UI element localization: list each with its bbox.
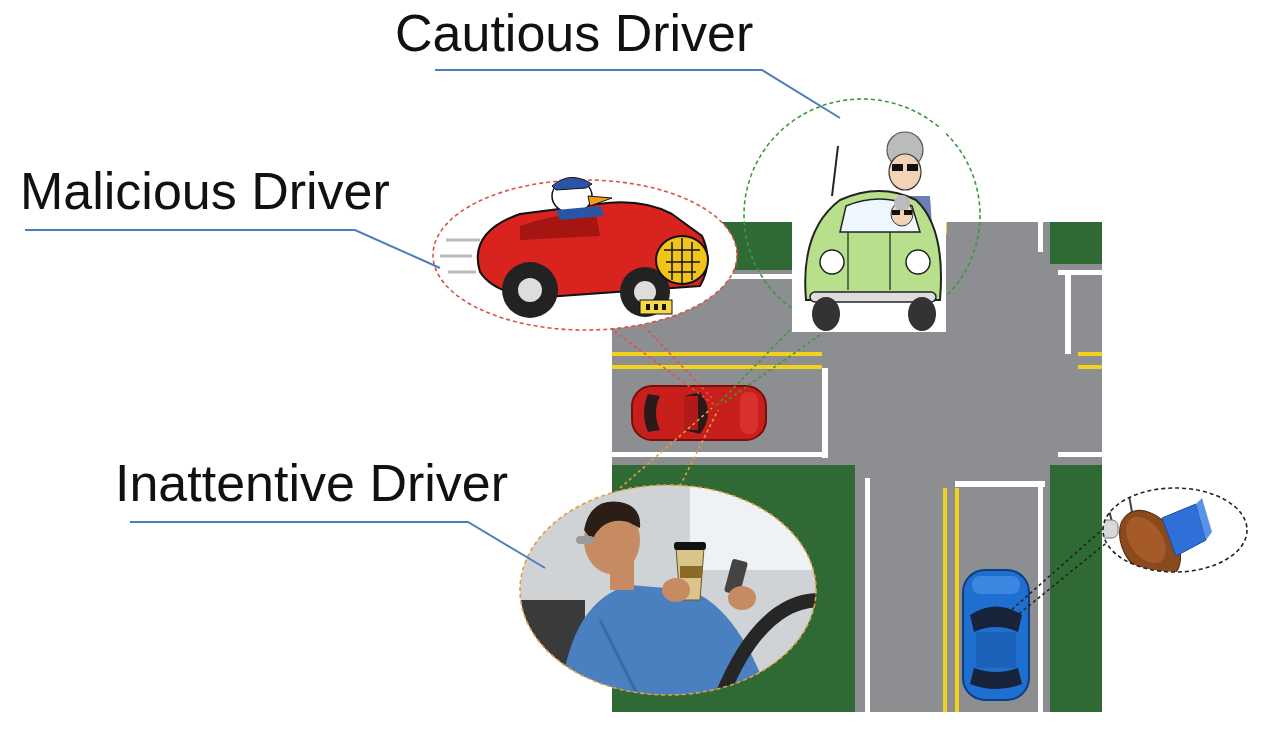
bubble-pointer bbox=[722, 335, 820, 404]
inattentive-bubble bbox=[515, 480, 830, 700]
intersection bbox=[612, 365, 822, 369]
cautious-bubble bbox=[832, 146, 838, 196]
sensor-bubble bbox=[1098, 488, 1247, 591]
inattentive-bubble bbox=[674, 542, 706, 550]
malicious-bubble bbox=[440, 240, 480, 272]
inattentive-bubble bbox=[680, 566, 702, 578]
bubble-pointer bbox=[610, 322, 1110, 626]
cautious-bubble bbox=[894, 195, 910, 211]
malicious-bubble bbox=[433, 177, 737, 330]
inattentive-bubble bbox=[728, 586, 756, 610]
cautious-bubble bbox=[744, 99, 980, 331]
leader-line bbox=[435, 70, 840, 118]
inattentive-bubble bbox=[515, 480, 830, 700]
blue-car bbox=[972, 576, 1020, 594]
cautious-bubble bbox=[744, 99, 980, 332]
blue-car bbox=[963, 570, 1029, 700]
cautious-bubble bbox=[812, 297, 840, 331]
cautious-bubble bbox=[892, 210, 900, 215]
sensor-bubble bbox=[1098, 490, 1212, 591]
intersection bbox=[1058, 270, 1102, 275]
malicious-bubble bbox=[588, 196, 612, 206]
bubble-pointer bbox=[1004, 540, 1110, 626]
malicious-bubble bbox=[654, 304, 658, 310]
cautious-bubble bbox=[848, 232, 890, 290]
intersection bbox=[1050, 465, 1102, 712]
sensor-bubble bbox=[1196, 498, 1212, 540]
sensor-bubble bbox=[1098, 520, 1118, 538]
bubble-pointer bbox=[640, 322, 712, 398]
blue-car bbox=[963, 570, 1029, 700]
intersection bbox=[612, 452, 824, 457]
malicious-bubble bbox=[556, 206, 604, 220]
inattentive-bubble bbox=[515, 480, 825, 700]
leader-line bbox=[25, 70, 840, 568]
intersection bbox=[1058, 452, 1102, 457]
intersection bbox=[865, 478, 870, 712]
inattentive-bubble bbox=[662, 578, 690, 602]
leader-line bbox=[130, 522, 545, 568]
inattentive-bubble bbox=[600, 620, 640, 700]
cautious-bubble bbox=[906, 250, 930, 274]
cautious-bubble bbox=[907, 164, 918, 171]
bubble-pointer bbox=[680, 410, 718, 486]
red-car bbox=[684, 396, 698, 430]
intersection bbox=[1038, 481, 1043, 712]
malicious-bubble bbox=[646, 304, 650, 310]
malicious-bubble bbox=[552, 177, 592, 190]
bubble-pointer bbox=[1000, 528, 1104, 620]
intersection bbox=[1065, 272, 1071, 354]
intersection bbox=[955, 488, 959, 712]
cautious-bubble bbox=[904, 210, 912, 215]
intersection bbox=[1050, 222, 1102, 264]
red-car bbox=[644, 394, 660, 432]
leader-line bbox=[25, 230, 440, 268]
bubble-pointer bbox=[610, 328, 716, 406]
inattentive-bubble bbox=[576, 536, 594, 544]
intersection bbox=[955, 481, 1045, 487]
cautious-bubble bbox=[805, 191, 941, 300]
malicious-bubble bbox=[433, 180, 737, 330]
red-car bbox=[684, 392, 708, 434]
blue-car bbox=[970, 668, 1022, 689]
red-car bbox=[740, 392, 758, 434]
sensor-bubble bbox=[1103, 488, 1247, 572]
bubble-pointer bbox=[716, 330, 790, 406]
blue-car bbox=[970, 607, 1022, 633]
malicious-bubble bbox=[518, 278, 542, 302]
inattentive-bubble bbox=[584, 502, 640, 540]
malicious-bubble bbox=[502, 262, 558, 318]
driver-label: Malicious Driver bbox=[20, 162, 390, 222]
cautious-bubble bbox=[889, 154, 921, 190]
cautious-bubble bbox=[792, 128, 946, 332]
intersection bbox=[1038, 222, 1043, 252]
malicious-bubble bbox=[640, 300, 672, 314]
cautious-bubble bbox=[820, 250, 844, 274]
malicious-bubble bbox=[664, 238, 700, 284]
intersection bbox=[1078, 352, 1102, 356]
intersection bbox=[822, 368, 828, 458]
inattentive-bubble bbox=[520, 485, 816, 695]
inattentive-bubble bbox=[720, 600, 820, 700]
driver-label: Inattentive Driver bbox=[115, 454, 508, 514]
intersection bbox=[612, 352, 822, 356]
cautious-bubble bbox=[892, 164, 903, 171]
cautious-bubble bbox=[908, 297, 936, 331]
malicious-bubble bbox=[656, 236, 708, 284]
driver-label: Cautious Driver bbox=[395, 4, 753, 64]
malicious-bubble bbox=[662, 304, 666, 310]
intersection bbox=[943, 488, 947, 712]
blue-car bbox=[976, 632, 1016, 668]
intersection bbox=[1078, 365, 1102, 369]
